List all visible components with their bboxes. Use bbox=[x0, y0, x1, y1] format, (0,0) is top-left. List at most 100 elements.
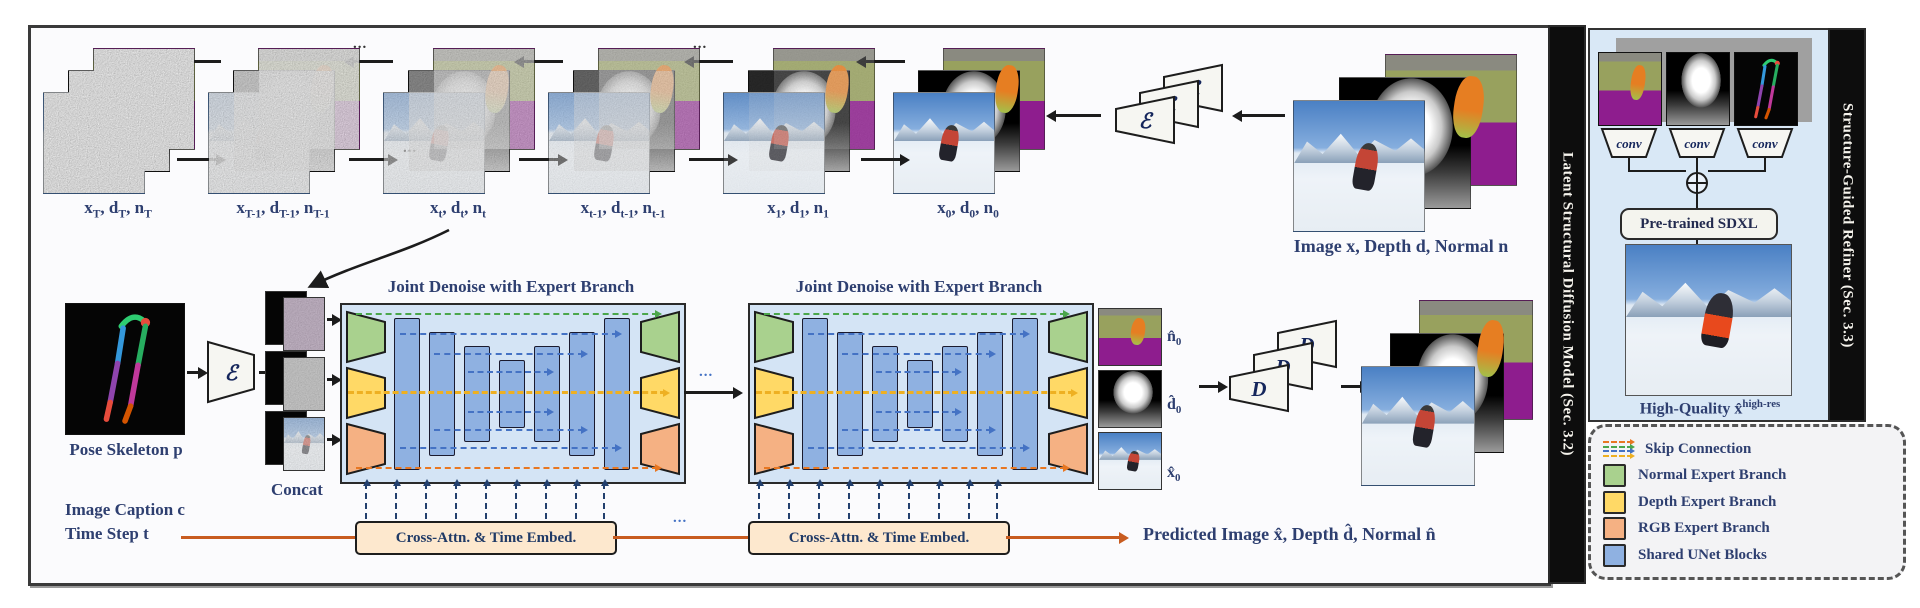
ellipsis: ... bbox=[699, 364, 714, 380]
section-bar-latent-diffusion: Latent Structural Diffusion Model (Sec. … bbox=[1548, 25, 1586, 584]
decoder-trio: D D D bbox=[1229, 319, 1337, 416]
cond-arrow bbox=[993, 479, 1002, 519]
arrow bbox=[327, 374, 342, 386]
condition-arrow bbox=[1006, 532, 1129, 544]
skip-connection bbox=[434, 426, 588, 434]
decoder-icon: D bbox=[1229, 363, 1289, 413]
rgb-image-tile bbox=[383, 92, 485, 194]
denoise-arrow-left bbox=[344, 56, 393, 68]
cond-arrow bbox=[875, 479, 884, 519]
encode-arrow-left bbox=[1232, 110, 1285, 122]
output-depth-latent bbox=[1098, 370, 1162, 428]
rgb-image-tile bbox=[1293, 100, 1425, 232]
legend-row-shared: Shared UNet Blocks bbox=[1603, 542, 1891, 568]
skip-connection bbox=[434, 350, 588, 358]
ellipsis: ... bbox=[693, 36, 708, 52]
sdxl-label: Pre-trained SDXL bbox=[1640, 215, 1758, 232]
arrow bbox=[327, 434, 342, 446]
arrow bbox=[187, 367, 208, 379]
ellipsis: ... bbox=[353, 36, 368, 52]
cond-arrow bbox=[452, 479, 461, 519]
latent-stack-xt: xt, dt, nt bbox=[383, 48, 535, 220]
skip-connection-depth bbox=[348, 389, 670, 397]
cross-attn-label: Cross-Attn. & Time Embed. bbox=[395, 529, 577, 546]
skip-connection-rgb bbox=[356, 464, 662, 472]
legend-label: Shared UNet Blocks bbox=[1638, 546, 1767, 563]
unet-bar bbox=[872, 346, 898, 442]
unet-connector-arrow bbox=[684, 387, 743, 399]
cond-arrow bbox=[542, 479, 551, 519]
predicted-image-stack bbox=[1361, 300, 1533, 486]
pose-skeleton-image bbox=[65, 303, 185, 435]
skip-connection-normal bbox=[764, 310, 1070, 318]
cond-arrow bbox=[755, 479, 764, 519]
skip-connection bbox=[876, 368, 962, 376]
concat-label: Concat bbox=[271, 480, 323, 499]
skip-connection-normal bbox=[356, 310, 662, 318]
legend-row-rgb: RGB Expert Branch bbox=[1603, 516, 1891, 542]
latent-stack-xT-1: xT-1, dT-1, nT-1 bbox=[208, 48, 360, 220]
cond-arrow bbox=[572, 479, 581, 519]
cond-arrow bbox=[965, 479, 974, 519]
cond-arrow bbox=[422, 479, 431, 519]
output-normal-latent bbox=[1098, 308, 1162, 366]
latent-diffusion-panel: xT, dT, nT xT-1, dT-1, nT-1 xt, dt, nt x… bbox=[28, 25, 1551, 586]
cond-arrow bbox=[600, 479, 609, 519]
latent-stack-xT: xT, dT, nT bbox=[43, 48, 195, 220]
rgb-image-tile bbox=[43, 92, 145, 194]
condition-line bbox=[613, 536, 748, 539]
rgb-image-tile bbox=[548, 92, 650, 194]
cond-arrow bbox=[845, 479, 854, 519]
noisy-depth-latent-tile bbox=[283, 357, 325, 411]
cond-arrow bbox=[935, 479, 944, 519]
normal-expert-chip bbox=[1603, 464, 1626, 487]
section-bar-label: Latent Structural Diffusion Model (Sec. … bbox=[1559, 152, 1576, 457]
stack-label: x0, d0, n0 bbox=[937, 198, 999, 221]
concat-pair-rgb bbox=[265, 411, 327, 471]
latent-stack-xt-1: xt-1, dt-1, nt-1 bbox=[548, 48, 700, 220]
source-stack-label: Image x, Depth d, Normal n bbox=[1293, 236, 1509, 256]
refiner-wiring bbox=[1628, 158, 1766, 244]
legend-label: RGB Expert Branch bbox=[1638, 520, 1770, 536]
noisy-normal-latent-tile bbox=[283, 297, 325, 351]
denoise-arrow-left bbox=[172, 56, 221, 68]
cond-arrow bbox=[482, 479, 491, 519]
skip-connection-icon bbox=[1603, 439, 1635, 459]
unet-title: Joint Denoise with Expert Branch bbox=[795, 277, 1043, 296]
concat-pair-depth bbox=[265, 351, 327, 411]
stack-label: xt-1, dt-1, nt-1 bbox=[580, 198, 666, 221]
unet-bar bbox=[837, 332, 863, 456]
refiner-input-pose bbox=[1734, 52, 1798, 126]
diffuse-arrow-right bbox=[689, 154, 738, 166]
stack-label: xt, dt, nt bbox=[429, 198, 486, 221]
legend-label: Skip Connection bbox=[1645, 440, 1752, 457]
unet-bar bbox=[802, 318, 828, 470]
normal-expert-trapezoid bbox=[754, 310, 794, 364]
refiner-input-normal bbox=[1598, 52, 1662, 126]
normal-expert-trapezoid bbox=[640, 310, 680, 364]
ellipsis: ... bbox=[673, 510, 688, 526]
normal-expert-trapezoid bbox=[346, 310, 386, 364]
pose-encoder-icon: ℰ bbox=[207, 340, 255, 404]
skip-connection bbox=[808, 330, 1030, 338]
skip-connection bbox=[468, 408, 554, 416]
predicted-output-label: Predicted Image x̂, Depth d̂, Normal n̂ bbox=[1143, 524, 1436, 544]
denoise-arrow-left bbox=[514, 56, 563, 68]
conv-trapezoid: conv bbox=[1600, 128, 1658, 158]
refiner-input-depth bbox=[1666, 52, 1730, 126]
normal-expert-trapezoid bbox=[1048, 310, 1088, 364]
image-caption-label: Image Caption c bbox=[65, 500, 185, 519]
skip-connection bbox=[842, 426, 996, 434]
legend-row-skip: Skip Connection bbox=[1603, 436, 1891, 462]
skip-connection-rgb bbox=[764, 464, 1070, 472]
shared-unet-bars bbox=[394, 307, 632, 480]
cross-attn-label: Cross-Attn. & Time Embed. bbox=[788, 529, 970, 546]
rgb-expert-trapezoid bbox=[640, 422, 680, 476]
output-rgb-label: x̂0 bbox=[1167, 464, 1181, 485]
cond-arrow bbox=[362, 479, 371, 519]
cross-attn-box-1: Cross-Attn. & Time Embed. bbox=[355, 521, 617, 555]
section-bar-label: Structure-Guided Refiner (Sec. 3.3) bbox=[1839, 102, 1856, 348]
rgb-image-tile bbox=[893, 92, 995, 194]
skip-connection bbox=[808, 444, 1030, 452]
